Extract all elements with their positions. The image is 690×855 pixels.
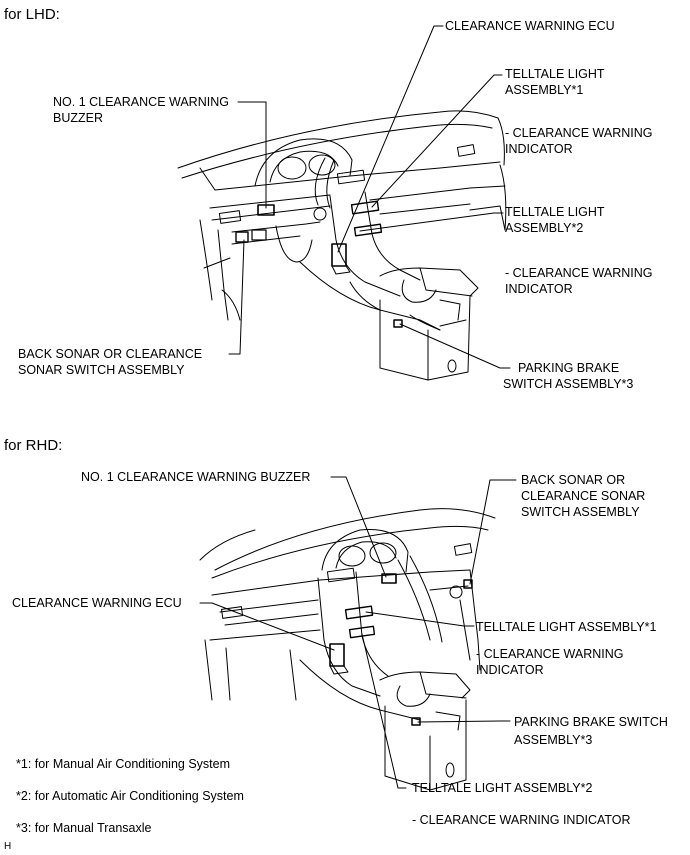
footnote-3: *3: for Manual Transaxle <box>16 821 152 835</box>
lhd-heading: for LHD: <box>4 6 60 23</box>
rhd-telltale1-label: TELLTALE LIGHT ASSEMBLY*1 <box>476 620 657 634</box>
footnote-1: *1: for Manual Air Conditioning System <box>16 757 230 771</box>
rhd-leader-lines <box>199 476 517 789</box>
lhd-dashboard-drawing <box>177 110 507 381</box>
rhd-heading: for RHD: <box>4 437 63 454</box>
lhd-buzzer-label-line1: NO. 1 CLEARANCE WARNING <box>53 95 229 109</box>
lhd-telltale1-label-line2: ASSEMBLY*1 <box>505 83 584 97</box>
rhd-dashboard-drawing <box>199 508 496 791</box>
lhd-telltale1-label-line1: TELLTALE LIGHT <box>505 67 605 81</box>
lhd-indicator2-label-line2: INDICATOR <box>505 282 573 296</box>
rhd-sonar-switch-label-line1: BACK SONAR OR <box>521 473 626 487</box>
lhd-telltale2-label-line1: TELLTALE LIGHT <box>505 205 605 219</box>
lhd-clearance-warning-ecu-label: CLEARANCE WARNING ECU <box>445 19 615 33</box>
rhd-telltale2-label: TELLTALE LIGHT ASSEMBLY*2 <box>412 781 593 795</box>
lhd-indicator2-label-line1: - CLEARANCE WARNING <box>505 266 653 280</box>
lhd-sonar-switch-label-line1: BACK SONAR OR CLEARANCE <box>18 347 203 361</box>
rhd-indicator1-label-line1: - CLEARANCE WARNING <box>476 647 624 661</box>
rhd-indicator1-label-line2: INDICATOR <box>476 663 544 677</box>
footnote-2: *2: for Automatic Air Conditioning Syste… <box>16 789 244 803</box>
rhd-parking-brake-label-line2: ASSEMBLY*3 <box>514 733 593 747</box>
rhd-parking-brake-label-line1: PARKING BRAKE SWITCH <box>514 715 668 729</box>
rhd-buzzer-label: NO. 1 CLEARANCE WARNING BUZZER <box>81 470 311 484</box>
rhd-sonar-switch-label-line3: SWITCH ASSEMBLY <box>521 505 640 519</box>
lhd-telltale2-label-line2: ASSEMBLY*2 <box>505 221 584 235</box>
lhd-sonar-switch-label-line2: SONAR SWITCH ASSEMBLY <box>18 363 185 377</box>
lhd-leader-lines <box>228 25 511 369</box>
corner-mark: H <box>4 841 12 852</box>
lhd-buzzer-label-line2: BUZZER <box>53 111 103 125</box>
lhd-parking-brake-label-line1: PARKING BRAKE <box>518 361 620 375</box>
rhd-clearance-warning-ecu-label: CLEARANCE WARNING ECU <box>12 596 182 610</box>
lhd-parking-brake-label-line2: SWITCH ASSEMBLY*3 <box>503 377 634 391</box>
lhd-indicator1-label-line2: INDICATOR <box>505 142 573 156</box>
rhd-indicator2-label: - CLEARANCE WARNING INDICATOR <box>412 813 631 827</box>
lhd-indicator1-label-line1: - CLEARANCE WARNING <box>505 126 653 140</box>
rhd-sonar-switch-label-line2: CLEARANCE SONAR <box>521 489 646 503</box>
